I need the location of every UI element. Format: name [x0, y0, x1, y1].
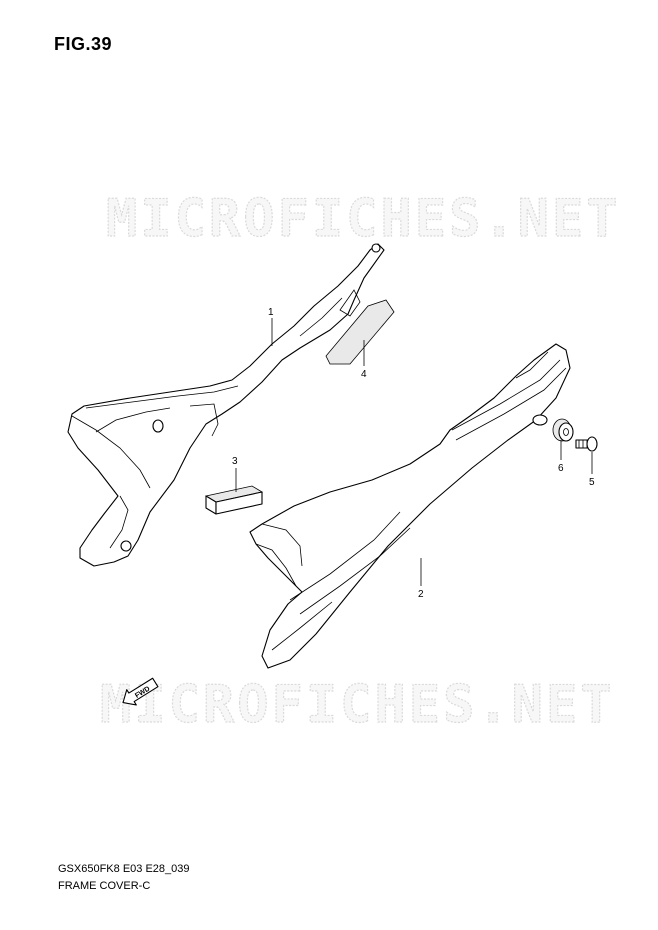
callout-3: 3 — [232, 456, 238, 467]
part-1-frame-cover-upper — [67, 243, 385, 567]
part-6-grommet — [552, 418, 574, 442]
callout-6: 6 — [558, 463, 564, 474]
part-2-frame-cover-lower — [249, 343, 571, 669]
part-5-bolt — [575, 436, 598, 452]
figure-title: FIG.39 — [54, 34, 113, 54]
part-3-cushion — [204, 485, 264, 515]
callout-2: 2 — [418, 589, 424, 600]
watermark-bottom: MICROFICHES.NET — [100, 675, 615, 735]
watermark-top: MICROFICHES.NET — [106, 189, 621, 249]
callout-5: 5 — [589, 477, 595, 488]
figure-code: GSX650FK8 E03 E28_039 — [58, 863, 190, 875]
callout-1: 1 — [268, 307, 274, 318]
part-4-pad — [325, 299, 395, 365]
callout-4: 4 — [361, 369, 367, 380]
figure-name: FRAME COVER-C — [58, 880, 151, 892]
